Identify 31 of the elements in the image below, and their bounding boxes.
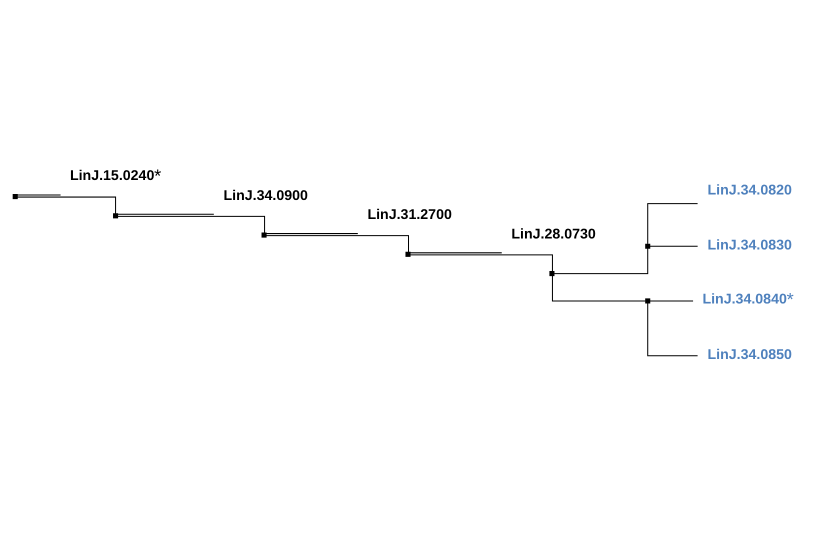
node-box [113,213,118,218]
connector [650,300,694,302]
node-text: LinJ.34.0850 [708,346,792,363]
connector [118,216,266,233]
connector [17,196,116,214]
connector [410,252,502,254]
connector [650,246,698,247]
node-text: LinJ.34.0830 [708,237,792,254]
connector [266,233,358,234]
connector [647,203,698,244]
node-text: LinJ.34.0840 [702,292,787,308]
node-text: LinJ.34.0900 [224,188,308,204]
node-label: * [786,288,794,310]
node-box [645,298,650,304]
node-box [645,244,650,249]
node-text: LinJ.31.2700 [367,207,452,224]
connector [266,235,410,252]
node-box [262,232,267,238]
node-box [549,271,554,276]
connector [647,303,698,356]
connector [118,214,214,215]
node-text: LinJ.28.0730 [511,226,596,242]
connector [554,248,648,274]
node-label: * [154,164,162,186]
connector [552,276,646,302]
node-box [405,252,411,257]
connector [410,254,553,272]
connector [17,194,61,196]
node-text: LinJ.15.0240 [70,168,154,184]
node-box [12,194,18,200]
node-text: LinJ.34.0820 [708,182,792,199]
